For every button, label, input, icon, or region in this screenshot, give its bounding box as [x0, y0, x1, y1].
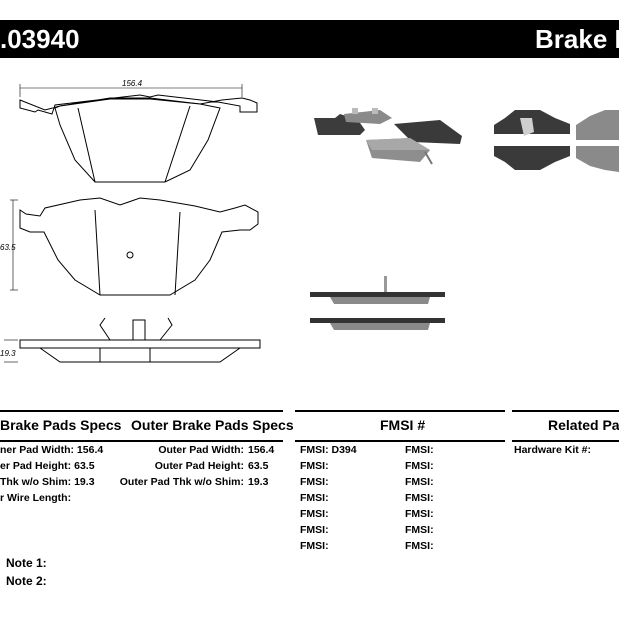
fmsi-value: D394: [331, 444, 357, 456]
fmsi-label: FMSI:: [405, 508, 434, 520]
note-2-label: Note 2:: [6, 574, 47, 588]
outer-height-value: 63.5: [248, 460, 269, 472]
outer-width-label: Outer Pad Width:: [158, 444, 244, 456]
inner-header-underline: [0, 440, 283, 442]
fmsi-label: FMSI:: [300, 540, 329, 552]
inner-width-label: ner Pad Width:: [0, 444, 74, 456]
pad-set-photo-back: [494, 110, 570, 170]
inner-spec-wire-length: r Wire Length:: [0, 492, 71, 504]
inner-thickness-value: 19.3: [74, 476, 95, 488]
inner-spec-thickness: Thk w/o Shim: 19.3: [0, 476, 95, 488]
outer-height-label: Outer Pad Height:: [154, 460, 244, 472]
header-bar: [0, 20, 619, 58]
pad-top-view: [19, 94, 258, 183]
fmsi-label: FMSI:: [300, 492, 329, 504]
product-photos: [310, 108, 619, 330]
fmsi-label: FMSI:: [300, 476, 329, 488]
fmsi-label: FMSI:: [300, 508, 329, 520]
inner-height-label: er Pad Height:: [0, 460, 72, 472]
outer-thickness-value: 19.3: [248, 476, 269, 488]
inner-spec-width: ner Pad Width: 156.4: [0, 444, 103, 456]
pad-set-photo-front: [576, 110, 619, 172]
note-1-label: Note 1:: [6, 556, 47, 570]
pad-side-view: [19, 317, 261, 363]
fmsi-label: FMSI:: [405, 444, 434, 456]
height-dimension-label: 63.5: [0, 243, 16, 252]
fmsi-label: FMSI:: [405, 540, 434, 552]
fmsi-row: FMSI: D394: [300, 444, 357, 456]
fmsi-header: FMSI #: [380, 417, 426, 433]
outer-width-value: 156.4: [248, 444, 275, 456]
part-number: .03940: [0, 24, 80, 54]
related-header-underline: [512, 440, 619, 442]
inner-height-value: 63.5: [74, 460, 95, 472]
pad-set-photo-exploded: [314, 108, 462, 165]
inner-wire-length-label: r Wire Length:: [0, 492, 72, 504]
pad-front-view: [19, 197, 259, 296]
fmsi-header-rule: [295, 410, 505, 412]
pad-technical-drawing: 156.4 63.5 19.3: [0, 79, 261, 363]
pad-side-photo: [310, 276, 445, 330]
inner-spec-height: er Pad Height: 63.5: [0, 460, 95, 472]
fmsi-label: FMSI:: [300, 524, 329, 536]
fmsi-label: FMSI:: [405, 492, 434, 504]
related-parts-header: Related Pa: [548, 417, 619, 433]
inner-width-value: 156.4: [76, 444, 104, 456]
width-dimension-label: 156.4: [122, 79, 143, 88]
fmsi-label: FMSI:: [405, 524, 434, 536]
hardware-kit-label: Hardware Kit #:: [514, 444, 592, 456]
fmsi-label: FMSI:: [405, 476, 434, 488]
inner-header-rule: [0, 410, 283, 412]
page-title: Brake F: [535, 24, 619, 54]
inner-thickness-label: Thk w/o Shim:: [0, 476, 72, 488]
fmsi-label: FMSI:: [300, 460, 329, 472]
fmsi-label: FMSI:: [405, 460, 434, 472]
thickness-dimension-label: 19.3: [0, 349, 16, 358]
fmsi-header-underline: [295, 440, 505, 442]
outer-thickness-label: Outer Pad Thk w/o Shim:: [119, 476, 244, 488]
inner-specs-header: Brake Pads Specs: [0, 417, 122, 433]
fmsi-label: FMSI:: [300, 444, 329, 456]
outer-specs-header: Outer Brake Pads Specs: [131, 417, 294, 433]
related-header-rule: [512, 410, 619, 412]
